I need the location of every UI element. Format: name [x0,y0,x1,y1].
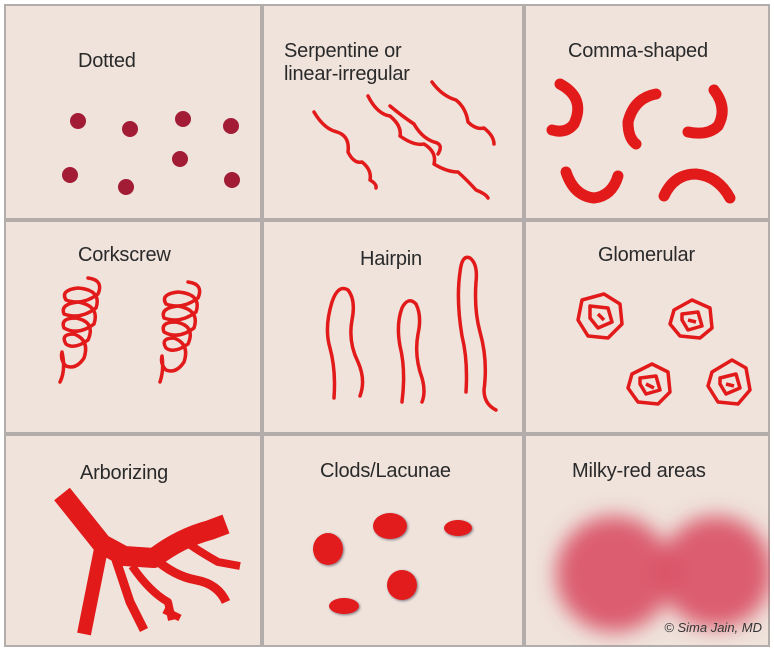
comma-vessel [552,84,578,131]
glomerular-vessels-illustration [524,220,770,434]
cell-corkscrew: Corkscrew [4,220,262,434]
dot-vessel [223,118,239,134]
cell-serpentine: Serpentine or linear-irregular [262,4,524,220]
comma-vessel [688,90,722,133]
dot-vessel [70,113,86,129]
serpentine-vessel [314,112,376,188]
milky-red-areas-illustration [524,434,770,647]
arborizing-vessel [62,494,240,634]
cell-hairpin: Hairpin [262,220,524,434]
glomerular-vessel [578,294,622,338]
dot-vessel [172,151,188,167]
vascular-patterns-grid: Dotted Serpentine or linear-irregular [4,4,770,647]
corkscrew-vessel [60,278,100,382]
hairpin-vessels-illustration [262,220,524,434]
comma-vessel [566,172,618,198]
clod [444,520,472,536]
hairpin-vessel [327,289,362,399]
cell-clods-lacunae: Clods/Lacunae [262,434,524,647]
corkscrew-vessel [160,282,200,382]
cell-arborizing: Arborizing [4,434,262,647]
serpentine-vessel [432,82,494,144]
cell-milky-red-areas: Milky-red areas © Sima Jain, MD [524,434,770,647]
hairpin-vessel [398,301,424,402]
cell-comma-shaped: Comma-shaped [524,4,770,220]
glomerular-vessel [670,300,712,338]
dot-vessel [122,121,138,137]
milky-red-area [556,516,672,632]
serpentine-vessels-illustration [262,4,524,220]
serpentine-vessel [390,106,440,154]
corkscrew-vessels-illustration [4,220,262,434]
comma-shaped-vessels-illustration [524,4,770,220]
dot-vessel [62,167,78,183]
hairpin-vessel [458,257,496,410]
clod [387,570,417,600]
comma-vessel [664,174,730,198]
cell-dotted: Dotted [4,4,262,220]
dot-vessel [118,179,134,195]
glomerular-vessel [628,364,670,404]
glomerular-vessel [708,360,750,404]
clods-lacunae-illustration [262,434,524,647]
milky-red-area [660,516,770,628]
comma-vessel [628,94,656,144]
copyright-credit: © Sima Jain, MD [664,620,762,635]
clod [313,533,343,565]
dot-vessel [175,111,191,127]
clod [373,513,407,539]
clod [329,598,359,614]
cell-glomerular: Glomerular [524,220,770,434]
serpentine-vessel [368,96,488,198]
dot-vessel [224,172,240,188]
arborizing-vessels-illustration [4,434,262,647]
dotted-vessels-illustration [4,4,262,220]
